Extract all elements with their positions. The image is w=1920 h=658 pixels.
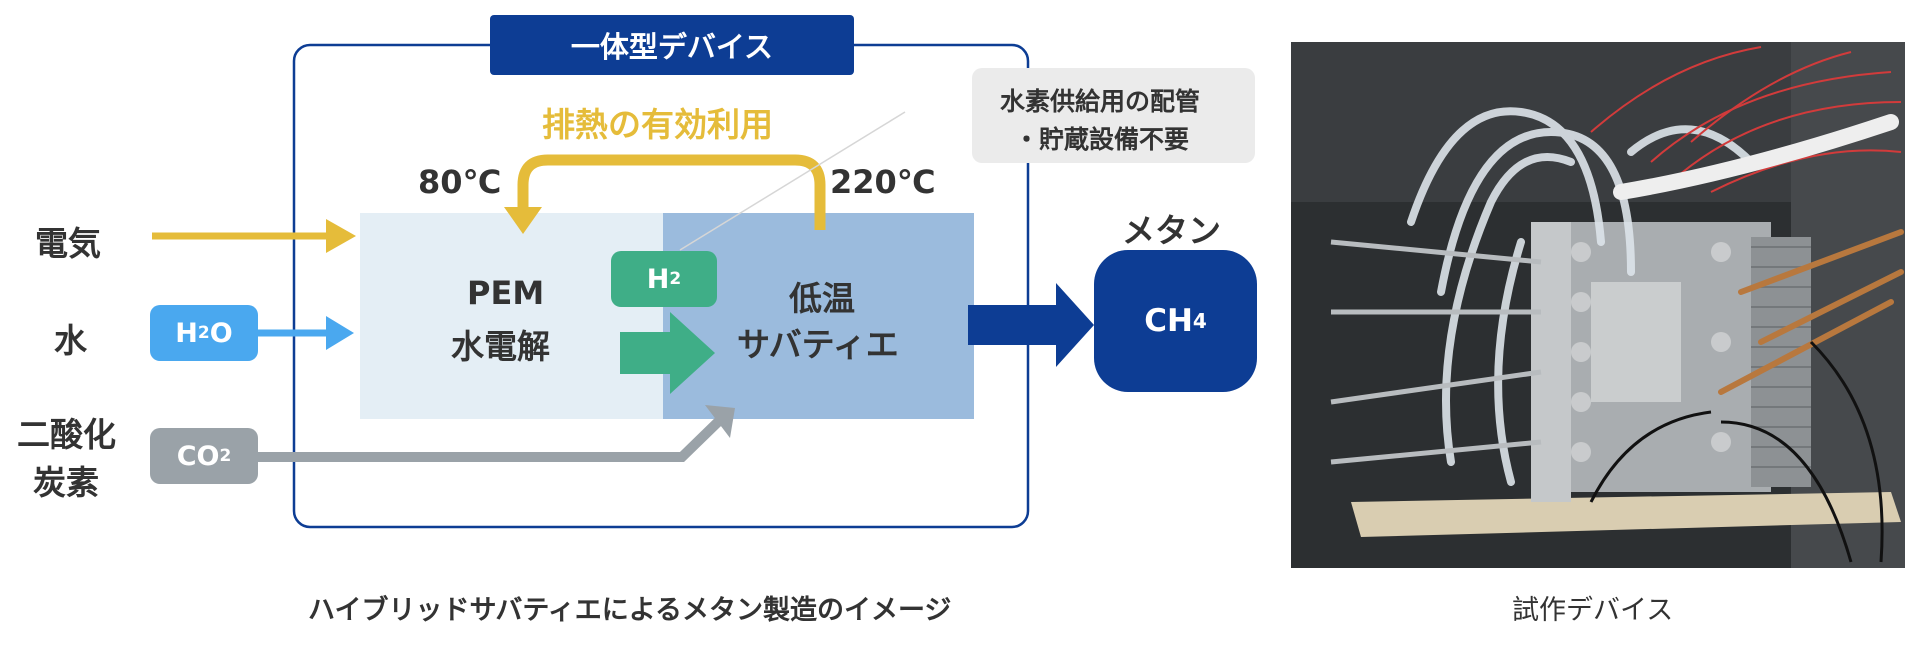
device-title-tab: 一体型デバイス: [490, 15, 854, 75]
heat-label: 排熱の有効利用: [542, 105, 773, 144]
photo-illustration: [1291, 42, 1905, 568]
electricity-label: 電気: [35, 224, 101, 263]
callout-line2: ・貯蔵設備不要: [1014, 125, 1190, 154]
co2-arrow: [255, 416, 724, 462]
heat-arrowhead: [504, 207, 542, 234]
methane-formula-main: CH: [1144, 303, 1193, 339]
temp-right: 220℃: [830, 163, 936, 201]
co2-arrowhead: [705, 405, 735, 438]
sabatier-label-line2: サバティエ: [737, 325, 899, 364]
device-title: 一体型デバイス: [570, 30, 774, 64]
h2-transfer-arrow: [620, 312, 715, 394]
electricity-arrowhead: [326, 219, 356, 253]
photo-caption: 試作デバイス: [1512, 595, 1674, 626]
pem-label-line1: PEM: [467, 274, 545, 312]
temp-left: 80℃: [418, 163, 502, 201]
sabatier-region: [663, 213, 974, 419]
water-arrowhead: [326, 316, 354, 350]
water-formula-sub: 2: [197, 323, 210, 343]
co2-formula-sub: 2: [219, 446, 232, 466]
water-formula-h: H: [175, 317, 198, 349]
water-formula-o: O: [209, 317, 233, 349]
methane-output-arrow: [968, 283, 1094, 367]
callout-leader-line: [679, 111, 906, 251]
water-label: 水: [54, 321, 87, 360]
h2-main: H: [646, 263, 670, 295]
pem-label-line2: 水電解: [451, 327, 550, 366]
heat-recycle-arrow: [517, 154, 826, 230]
co2-formula-main: CO: [176, 440, 220, 472]
methane-label: メタン: [1122, 211, 1221, 250]
h2-sub: 2: [669, 269, 682, 289]
sabatier-label-line1: 低温: [789, 279, 855, 318]
co2-label-line2: 炭素: [33, 463, 99, 502]
diagram-caption: ハイブリッドサバティエによるメタン製造のイメージ: [308, 595, 952, 626]
callout-box: 水素供給用の配管 ・貯蔵設備不要: [972, 68, 1255, 163]
co2-label-line1: 二酸化: [17, 415, 116, 454]
callout-line1: 水素供給用の配管: [1000, 87, 1201, 116]
methane-formula-sub: 4: [1192, 309, 1207, 333]
prototype-device-photo: [1291, 42, 1905, 568]
pem-region: [360, 213, 663, 419]
